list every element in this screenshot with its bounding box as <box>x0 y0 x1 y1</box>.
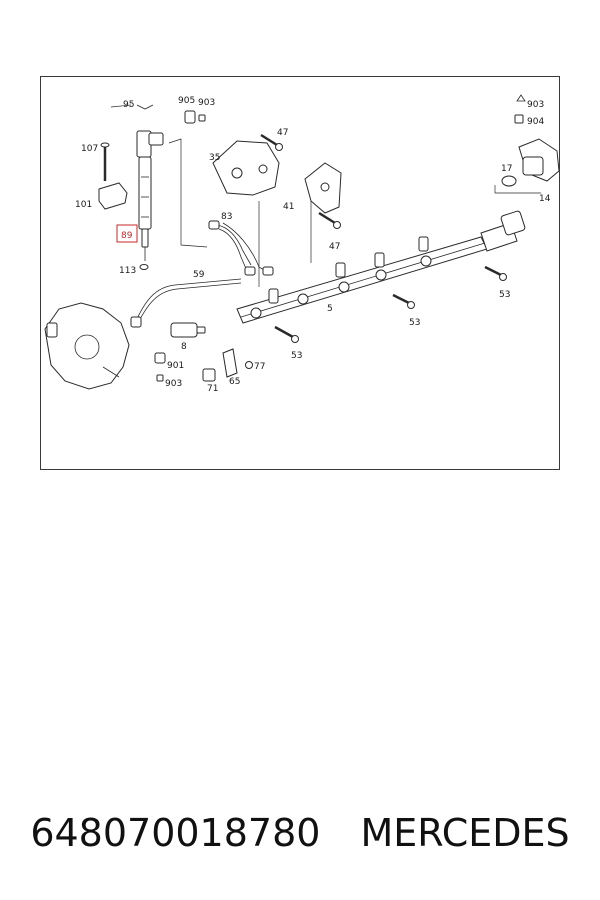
brand-name: MERCEDES <box>360 811 570 855</box>
part-number: 648070018780 <box>30 811 321 855</box>
callout-53: 53 <box>291 351 302 361</box>
high-pressure-pump <box>44 302 130 390</box>
callout-5: 5 <box>327 304 333 314</box>
clip-77 <box>245 361 253 369</box>
connector-903c <box>514 94 526 124</box>
bolt-53b <box>392 293 415 309</box>
callout-107: 107 <box>81 144 98 154</box>
sealing-washer <box>139 264 149 270</box>
injector-bolt <box>100 142 110 181</box>
holder-71 <box>202 368 216 382</box>
callout-903: 903 <box>198 98 215 108</box>
high-pressure-line-59 <box>130 278 242 328</box>
pressure-sensor <box>170 322 206 338</box>
callout-71: 71 <box>207 384 218 394</box>
callout-8: 8 <box>181 342 187 352</box>
callout-101: 101 <box>75 200 92 210</box>
bracket-35 <box>212 140 280 196</box>
bolt-47a <box>260 133 283 151</box>
product-caption: 648070018780 MERCEDES <box>0 798 600 868</box>
callout-65: 65 <box>229 377 240 387</box>
callout-77: 77 <box>254 362 265 372</box>
callout-14: 14 <box>539 194 551 204</box>
callout-47: 47 <box>277 128 288 138</box>
parts-diagram: 95 905 903 107 101 89 113 47 35 83 59 41… <box>40 76 560 470</box>
callout-95: 95 <box>123 100 134 110</box>
callout-47: 47 <box>329 242 340 252</box>
bracket-41 <box>304 162 342 214</box>
bolt-53c <box>484 265 507 281</box>
connector-905 <box>184 110 206 124</box>
bolt-47b <box>318 211 341 229</box>
connector-901 <box>154 352 166 382</box>
callout-901: 901 <box>167 361 184 371</box>
fuel-rail <box>236 210 526 324</box>
callout-904: 904 <box>527 117 544 127</box>
clip <box>136 104 154 110</box>
callout-59: 59 <box>193 270 205 280</box>
callout-905: 905 <box>178 96 195 106</box>
pressure-regulator <box>518 138 559 182</box>
injection-lines <box>208 220 274 276</box>
highlight-box <box>116 224 138 243</box>
bolt-53a <box>274 325 299 343</box>
bracket-65 <box>222 348 238 378</box>
callout-17: 17 <box>501 164 512 174</box>
callout-903: 903 <box>527 100 544 110</box>
callout-89: 89 <box>121 231 133 241</box>
callout-83: 83 <box>221 212 232 222</box>
callout-53: 53 <box>499 290 510 300</box>
callout-35: 35 <box>209 153 220 163</box>
clamping-claw <box>98 182 128 210</box>
callout-903: 903 <box>165 379 182 389</box>
callout-113: 113 <box>119 266 136 276</box>
exploded-view-drawing: 95 905 903 107 101 89 113 47 35 83 59 41… <box>44 94 559 394</box>
callout-41: 41 <box>283 202 294 212</box>
bracket-14-line <box>494 185 541 194</box>
callout-53: 53 <box>409 318 420 328</box>
fuel-injector <box>136 130 164 261</box>
o-ring-17 <box>501 175 517 187</box>
